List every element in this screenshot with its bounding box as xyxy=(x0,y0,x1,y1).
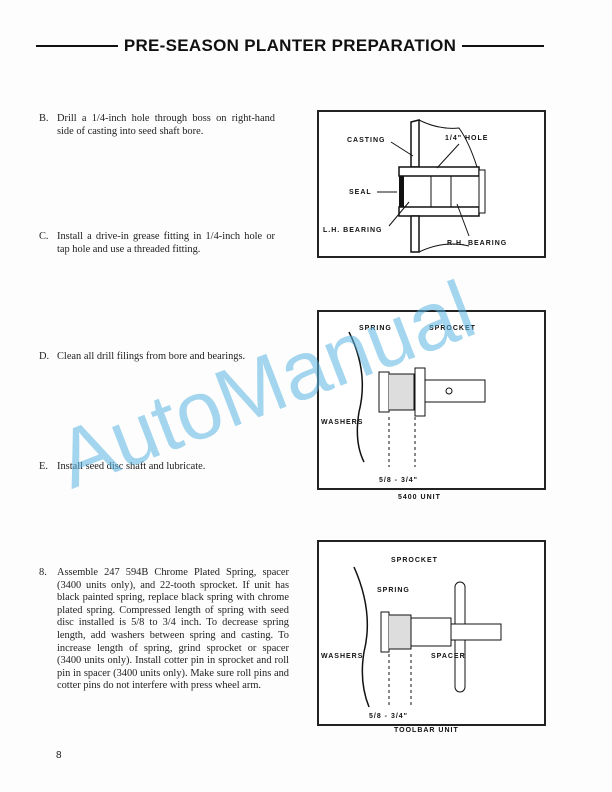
step-number: B. xyxy=(39,113,49,124)
step-text: Assemble 247 594B Chrome Plated Spring, … xyxy=(57,567,289,692)
step-text: Install a drive-in grease fitting in 1/4… xyxy=(57,231,275,255)
label-dimension: 5/8 - 3/4" xyxy=(369,713,408,720)
label-sprocket: SPROCKET xyxy=(429,325,476,332)
page-number: 8 xyxy=(56,750,62,761)
step-e: E. Install seed disc shaft and lubricate. xyxy=(39,461,275,474)
figure-5400-unit: SPRING SPROCKET WASHERS 5/8 - 3/4" xyxy=(317,310,546,490)
label-washers: WASHERS xyxy=(321,419,363,426)
seal-shape xyxy=(399,176,404,207)
spring-shape xyxy=(389,373,415,411)
step-text: Drill a 1/4-inch hole through boss on ri… xyxy=(57,113,275,137)
step-number: D. xyxy=(39,351,50,362)
spring-sprocket-diagram-5400: SPRING SPROCKET WASHERS 5/8 - 3/4" xyxy=(321,325,486,484)
label-lh-bearing: L.H. BEARING xyxy=(323,227,382,234)
label-dimension: 5/8 - 3/4" xyxy=(379,477,418,484)
bearing-diagram: CASTING 1/4" HOLE SEAL L.H. BEARING R.H.… xyxy=(323,119,507,253)
figure-toolbar-unit: SPROCKET SPRING WASHERS SPACER 5/8 - 3/4… xyxy=(317,540,546,726)
spacer-shape xyxy=(410,617,452,647)
label-casting: CASTING xyxy=(347,137,386,144)
label-washers: WASHERS xyxy=(321,653,363,660)
bore-bottom xyxy=(398,206,480,217)
shaft-shape xyxy=(424,379,486,403)
bore-top xyxy=(398,166,480,177)
step-text: Clean all drill filings from bore and be… xyxy=(57,351,246,362)
step-d: D. Clean all drill filings from bore and … xyxy=(39,351,275,364)
header-rule-left xyxy=(36,45,118,47)
label-sprocket: SPROCKET xyxy=(391,557,438,564)
casting-shape xyxy=(410,119,420,168)
label-spacer: SPACER xyxy=(431,653,466,660)
step-c: C. Install a drive-in grease fitting in 1… xyxy=(39,231,275,256)
page-title: PRE-SEASON PLANTER PREPARATION xyxy=(123,36,457,55)
step-number: C. xyxy=(39,231,49,242)
label-seal: SEAL xyxy=(349,189,372,196)
step-number: E. xyxy=(39,461,48,472)
label-spring: SPRING xyxy=(359,325,392,332)
label-spring: SPRING xyxy=(377,587,410,594)
step-8: 8. Assemble 247 594B Chrome Plated Spring… xyxy=(39,567,289,693)
figure-bearing-bore: CASTING 1/4" HOLE SEAL L.H. BEARING R.H.… xyxy=(317,110,546,258)
step-text: Install seed disc shaft and lubricate. xyxy=(57,461,206,472)
label-rh-bearing: R.H. BEARING xyxy=(447,240,507,247)
step-b: B. Drill a 1/4-inch hole through boss on … xyxy=(39,113,275,138)
disc-shape xyxy=(348,331,365,463)
step-number: 8. xyxy=(39,567,47,578)
label-hole: 1/4" HOLE xyxy=(445,135,488,142)
header-rule-right xyxy=(462,45,544,47)
caption-5400-unit: 5400 UNIT xyxy=(398,494,441,501)
caption-toolbar-unit: TOOLBAR UNIT xyxy=(394,727,459,734)
spring-sprocket-diagram-toolbar: SPROCKET SPRING WASHERS SPACER 5/8 - 3/4… xyxy=(321,557,502,720)
page-header: PRE-SEASON PLANTER PREPARATION xyxy=(36,36,544,56)
sprocket-shape xyxy=(414,367,426,417)
